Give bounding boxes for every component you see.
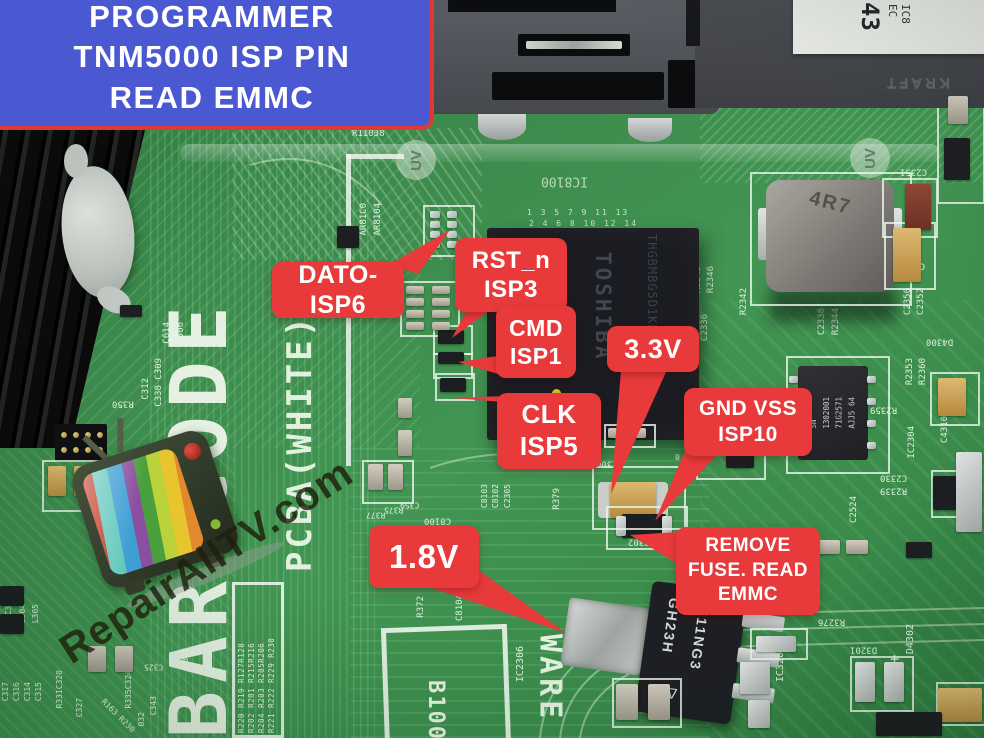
component-outline: [435, 373, 475, 401]
solder-pad: [432, 298, 450, 306]
banner-line-3: READ EMMC: [109, 79, 315, 115]
component-outline: [433, 325, 473, 355]
silkscreen-b100: B100: [423, 680, 449, 738]
fuse-terminal: [616, 516, 626, 536]
connector-contact: [526, 41, 622, 49]
header-pin: [85, 432, 91, 438]
sticker-text: IC8 EC: [886, 4, 912, 24]
kraft-embossed-text: KRAFT: [884, 74, 950, 91]
tv-knob: [181, 440, 204, 462]
regulator-leg: [736, 647, 781, 668]
component-outline: [433, 353, 473, 379]
regulator-logo-icon: ∆: [666, 683, 678, 702]
banner-line-1: PROGRAMMER: [89, 0, 335, 35]
silkscreen-ic8100: IC8100: [541, 173, 588, 189]
header-pin: [61, 447, 67, 453]
connector-sticker: [793, 0, 984, 54]
callout-3v3: 3.3V: [607, 326, 699, 372]
silkscreen-resistor-bank-column: R202 R201 R215R216: [247, 642, 256, 733]
callout-gnd-vss-isp10: GND VSS ISP10: [684, 388, 812, 456]
connector-gap: [686, 0, 700, 46]
silkscreen-pin-row-even: 2 4 6 8 10 12 14: [529, 219, 639, 228]
inductor-marking: 4R7: [806, 187, 854, 219]
uv-stamp: UV: [396, 140, 436, 180]
header-pin: [73, 447, 79, 453]
thermal-paste-drip: [64, 144, 88, 178]
callout-pointer-rst: [452, 308, 490, 338]
header-pin: [73, 432, 79, 438]
header-pin: [61, 432, 67, 438]
fuse-terminal: [662, 516, 672, 536]
silkscreen-pin-row-odd: 1 3 5 7 9 11 13: [527, 208, 630, 217]
uv-stamp-label: UV: [407, 149, 425, 171]
connector-slot: [492, 72, 664, 100]
fuse-component: [622, 514, 666, 538]
regulator-tab: [560, 597, 650, 676]
metal-pad: [478, 114, 526, 140]
callout-dato-isp6: DATO-ISP6: [272, 261, 404, 319]
header-pin: [85, 447, 91, 453]
power-inductor: 4R7: [766, 180, 894, 292]
silkscreen-resistor-bank-column: R204 R203 R205R206: [257, 642, 266, 733]
uv-stamp: UV: [850, 138, 890, 178]
capacitor: [0, 614, 24, 634]
callout-remove-fuse: REMOVE FUSE. READ EMMC: [676, 527, 820, 615]
metal-pad: [628, 118, 672, 142]
sticker-number: 43: [856, 2, 884, 31]
banner-line-2: TNM5000 ISP PIN: [73, 39, 351, 75]
title-banner: PROGRAMMER TNM5000 ISP PIN READ EMMC: [0, 0, 434, 130]
callout-clk-isp5: CLK ISP5: [497, 393, 601, 469]
callout-1v8: 1.8V: [369, 526, 479, 588]
silkscreen-label: R2346: [706, 266, 716, 294]
capacitor: [0, 586, 24, 606]
smd-component: [905, 184, 931, 230]
connector-slot: [448, 0, 616, 12]
smd-component: [438, 352, 464, 364]
smd-component: [438, 330, 464, 344]
capacitor-3v3: [610, 482, 656, 518]
silkscreen-label: C2348: [898, 260, 926, 271]
solder-pad: [432, 286, 450, 294]
silkscreen-resistor-bank-column: R220 R219 R127R128: [237, 642, 246, 733]
emmc-part-number: THGBMBG5D1KBAU: [645, 234, 659, 350]
header-pin: [97, 432, 103, 438]
callout-rst-isp3: RST_n ISP3: [455, 238, 567, 312]
soic-marking: SN 1302001 71G2571 AJJ5 64: [808, 397, 856, 429]
solder-pad: [432, 322, 450, 330]
regulator-leg: [731, 682, 776, 704]
silkscreen-bracket: [346, 154, 404, 159]
regulator-marking-2: 511NG3: [686, 606, 712, 672]
uv-stamp-label: UV: [861, 147, 879, 169]
silkscreen-resistor-bank-column: R221 R222 R229 R230: [267, 637, 276, 733]
callout-cmd-isp1: CMD ISP1: [496, 306, 576, 378]
light-streak: [180, 144, 940, 162]
smd-component: [440, 378, 466, 392]
solder-pad: [432, 310, 450, 318]
tv-antenna: [117, 418, 124, 453]
